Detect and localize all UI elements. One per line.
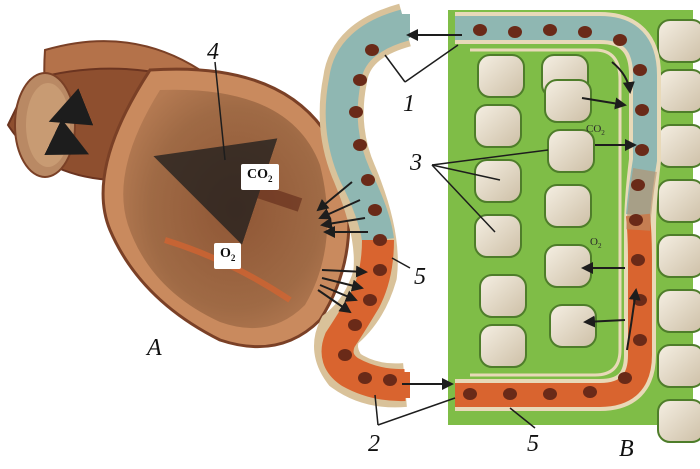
label-a: A [147, 336, 162, 360]
label-1: 1 [403, 92, 415, 116]
red-blood-cell [463, 388, 477, 400]
label-3: 3 [410, 151, 422, 175]
red-blood-cell [361, 174, 375, 186]
tissue-cell [658, 180, 700, 222]
co2-tissue-label: CO2 [586, 124, 605, 137]
red-blood-cell [633, 64, 647, 76]
label-2: 2 [368, 432, 380, 456]
alveolus [8, 41, 349, 347]
red-blood-cell [368, 204, 382, 216]
red-blood-cell [631, 179, 645, 191]
red-blood-cell [353, 139, 367, 151]
tissue-cell [478, 55, 524, 97]
red-blood-cell [635, 104, 649, 116]
tissue-cell [658, 400, 700, 442]
red-blood-cell [631, 254, 645, 266]
tissue-cell [480, 275, 526, 317]
label-b: B [619, 437, 634, 461]
co2-label-box: CO2 [241, 164, 279, 190]
red-blood-cell [373, 264, 387, 276]
red-blood-cell [365, 44, 379, 56]
red-blood-cell [503, 388, 517, 400]
tissue-cell [658, 20, 700, 62]
o2-label-box: O2 [214, 243, 241, 269]
tissue-cell [545, 185, 591, 227]
tissue-cell [658, 345, 700, 387]
tissue-cell [475, 215, 521, 257]
red-blood-cell [635, 144, 649, 156]
red-blood-cell [383, 374, 397, 386]
tissue-cell [480, 325, 526, 367]
red-blood-cell [613, 34, 627, 46]
o2-tissue-label: O2 [590, 237, 602, 250]
red-blood-cell [373, 234, 387, 246]
tissue-cell [658, 125, 700, 167]
tissue-cell [658, 235, 700, 277]
tissue-cell [550, 305, 596, 347]
red-blood-cell [508, 26, 522, 38]
tissue-cell [658, 70, 700, 112]
tissue-cell [475, 160, 521, 202]
label-4: 4 [207, 40, 219, 64]
tissue-cell [545, 80, 591, 122]
red-blood-cell [349, 106, 363, 118]
red-blood-cell [543, 388, 557, 400]
red-blood-cell [583, 386, 597, 398]
label-5-top: 5 [414, 265, 426, 289]
red-blood-cell [618, 372, 632, 384]
red-blood-cell [353, 74, 367, 86]
tissue-cell [658, 290, 700, 332]
red-blood-cell [629, 214, 643, 226]
red-blood-cell [338, 349, 352, 361]
tissue-cell [475, 105, 521, 147]
red-blood-cell [543, 24, 557, 36]
red-blood-cell [363, 294, 377, 306]
red-blood-cell [358, 372, 372, 384]
label-5-bottom: 5 [527, 432, 539, 456]
red-blood-cell [348, 319, 362, 331]
red-blood-cell [578, 26, 592, 38]
red-blood-cell [473, 24, 487, 36]
tissue-cell [545, 245, 591, 287]
red-blood-cell [633, 334, 647, 346]
